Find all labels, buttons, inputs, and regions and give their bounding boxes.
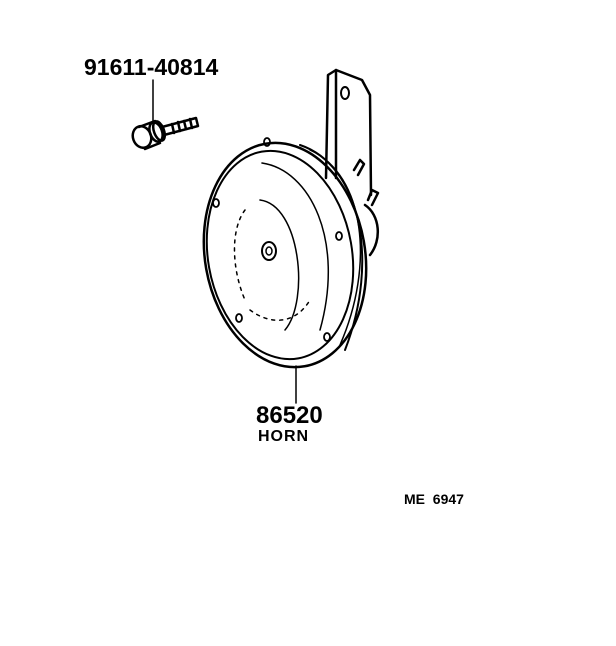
- horn-icon[interactable]: [187, 130, 384, 380]
- illustration-reference-code: ME 6947: [404, 491, 464, 507]
- horn-bracket: [324, 68, 380, 257]
- bolt-icon[interactable]: [130, 116, 200, 151]
- horn-part-name: HORN: [258, 428, 310, 445]
- bolt-part-number[interactable]: 91611-40814: [84, 54, 219, 80]
- horn-part-number[interactable]: 86520: [256, 402, 323, 429]
